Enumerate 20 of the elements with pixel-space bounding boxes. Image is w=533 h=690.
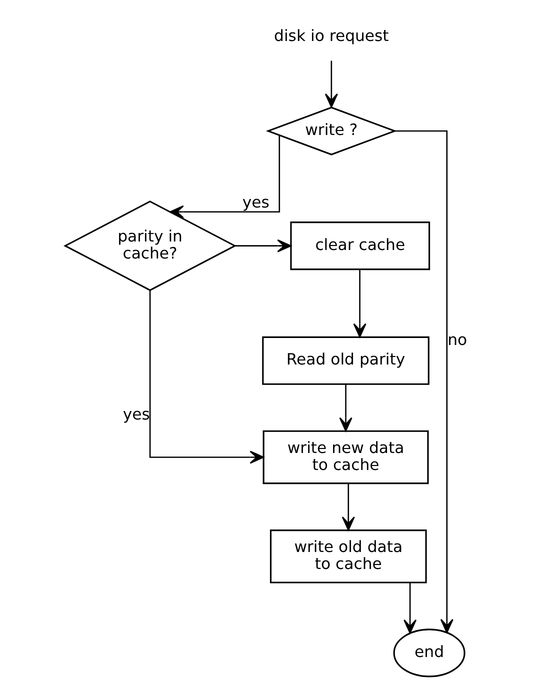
arrow bbox=[404, 582, 417, 634]
node-box: write new data to cache bbox=[262, 430, 429, 484]
node-box: write old data to cache bbox=[270, 530, 427, 584]
edge-label: yes bbox=[242, 192, 270, 212]
edge-label: no bbox=[448, 330, 468, 349]
node-text: disk io request bbox=[274, 26, 389, 46]
arrow bbox=[339, 384, 352, 432]
arrow bbox=[353, 270, 366, 338]
node-ellipse: end bbox=[393, 628, 466, 678]
node-box: clear cache bbox=[290, 222, 430, 270]
arrow bbox=[324, 60, 338, 108]
arrow bbox=[149, 290, 264, 464]
node-diamond: write ? bbox=[266, 106, 397, 156]
node-box: Read old parity bbox=[262, 336, 430, 385]
arrow bbox=[342, 484, 355, 531]
arrow bbox=[394, 130, 454, 634]
node-diamond: parity in cache? bbox=[64, 200, 237, 292]
arrow bbox=[170, 135, 280, 218]
arrow bbox=[234, 239, 292, 252]
edge-label: yes bbox=[122, 404, 150, 424]
